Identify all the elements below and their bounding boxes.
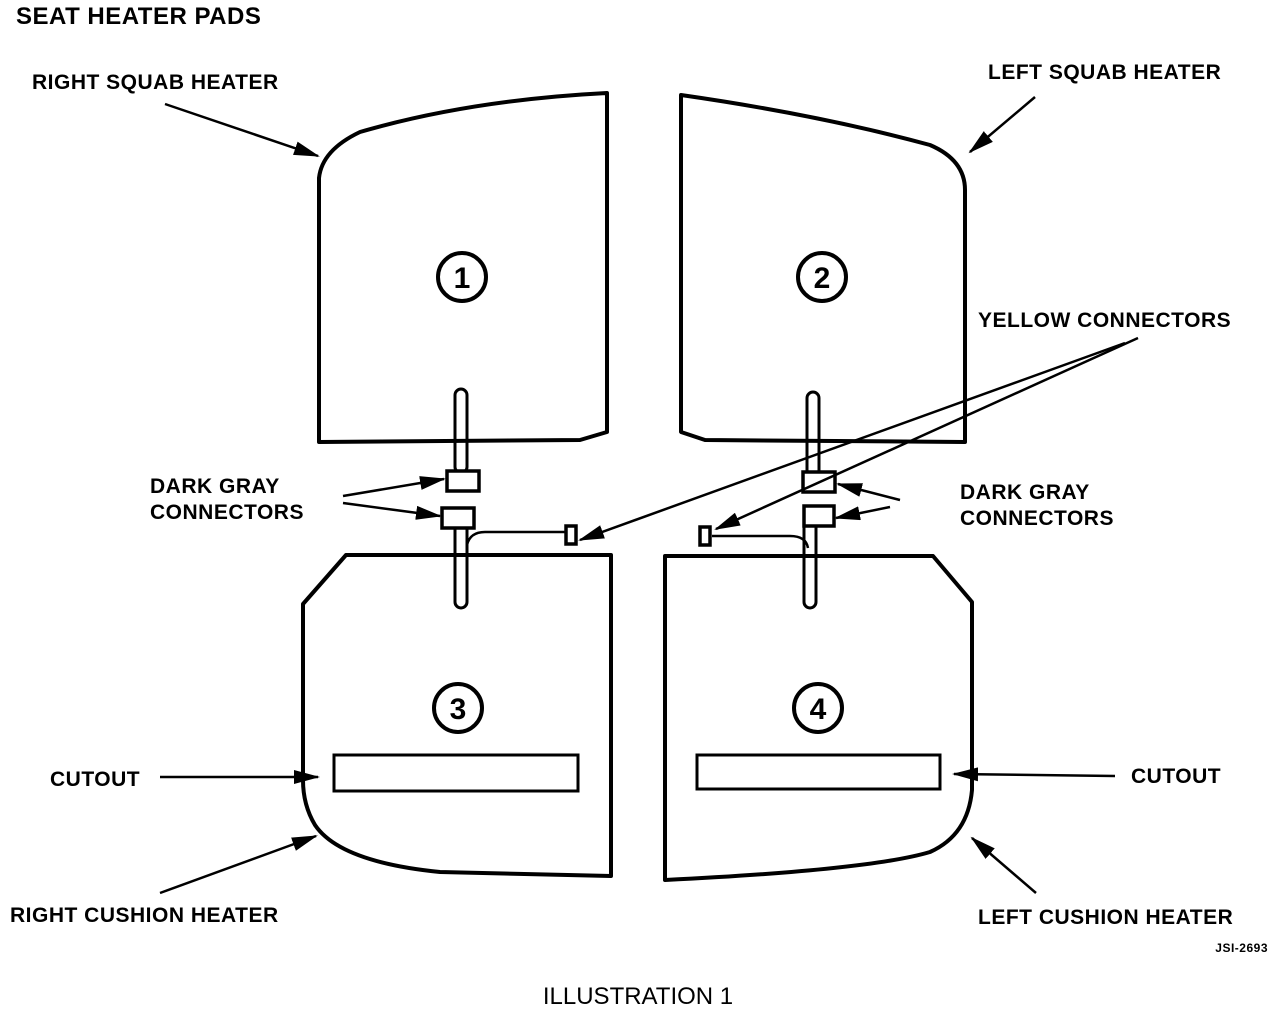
arrow-left-cushion: [970, 836, 1037, 894]
right-cushion-cutout: [332, 753, 580, 793]
pad-number-4: 4: [792, 682, 844, 734]
label-dark-gray-connectors-left-1: DARK GRAY: [150, 475, 280, 498]
svg-text:3: 3: [450, 693, 467, 726]
label-yellow-connectors: YELLOW CONNECTORS: [978, 309, 1231, 332]
svg-text:4: 4: [810, 693, 827, 726]
arrow-dark-gray-lower-left: [342, 501, 442, 520]
arrow-dark-gray-upper-right: [836, 482, 901, 502]
yellow-connector-left: [564, 524, 578, 546]
pad-number-2: 2: [796, 251, 848, 303]
illustration-caption: ILLUSTRATION 1: [543, 983, 733, 1010]
svg-text:1: 1: [454, 262, 471, 295]
left-squab-lead: [805, 390, 821, 478]
right-squab-lead: [453, 387, 469, 475]
label-left-squab-heater: LEFT SQUAB HEATER: [988, 61, 1221, 84]
svg-text:2: 2: [814, 262, 831, 295]
left-cushion-heater-pad: [663, 554, 974, 882]
label-dark-gray-connectors-right-1: DARK GRAY: [960, 481, 1090, 504]
label-cutout-left: CUTOUT: [50, 768, 140, 791]
left-cushion-lead: [802, 518, 818, 610]
arrow-right-cushion: [159, 834, 318, 895]
yellow-wire-right: [465, 530, 568, 546]
arrow-dark-gray-lower-right: [834, 505, 891, 521]
right-cushion-heater-pad: [301, 553, 613, 878]
arrow-dark-gray-upper-left: [342, 476, 446, 498]
diagram-title: SEAT HEATER PADS: [16, 3, 261, 30]
label-cutout-right: CUTOUT: [1131, 765, 1221, 788]
yellow-connector-right: [698, 525, 712, 547]
arrow-yellow-connector-right: [714, 336, 1139, 531]
left-cushion-cutout: [695, 753, 942, 791]
dark-gray-connector-lower-left: [440, 506, 476, 530]
arrow-cutout-right: [952, 767, 1116, 782]
label-right-cushion-heater: RIGHT CUSHION HEATER: [10, 904, 279, 927]
label-right-squab-heater: RIGHT SQUAB HEATER: [32, 71, 279, 94]
label-dark-gray-connectors-left-2: CONNECTORS: [150, 501, 304, 524]
right-squab-heater-pad: [317, 91, 609, 444]
dark-gray-connector-upper-left: [445, 469, 481, 493]
right-cushion-lead: [453, 518, 469, 610]
figure-code: JSI-2693: [1215, 941, 1268, 955]
left-squab-heater-pad: [679, 93, 967, 444]
pad-number-3: 3: [432, 682, 484, 734]
dark-gray-connector-lower-right: [802, 504, 836, 528]
label-dark-gray-connectors-right-2: CONNECTORS: [960, 507, 1114, 530]
arrow-right-squab: [164, 102, 320, 158]
pad-number-1: 1: [436, 251, 488, 303]
arrow-left-squab: [968, 96, 1036, 154]
arrow-yellow-connector-left: [578, 341, 1126, 542]
yellow-wire-left: [712, 534, 810, 549]
label-left-cushion-heater: LEFT CUSHION HEATER: [978, 906, 1233, 929]
